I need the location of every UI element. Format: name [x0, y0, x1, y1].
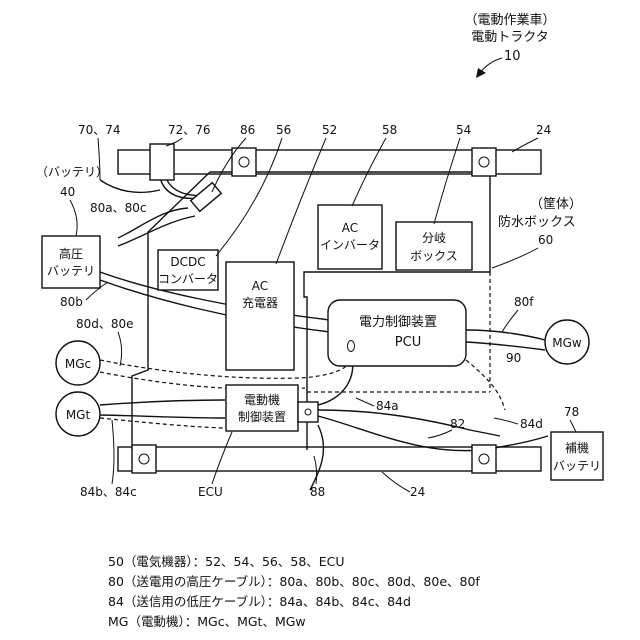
- ref-60: 60: [538, 233, 553, 247]
- cable-84d: [318, 410, 500, 436]
- ref-88: 88: [310, 485, 325, 499]
- leader-84b: [112, 420, 114, 484]
- dcdc-line2: コンバータ: [158, 272, 218, 286]
- bracket-top-right: [472, 148, 496, 176]
- ac-inverter-line2: インバータ: [320, 238, 380, 252]
- hv-battery-line2: バッテリ: [47, 264, 95, 278]
- junction-box-line1: 分岐: [422, 231, 446, 245]
- title-line1: （電動作業車）: [464, 12, 555, 28]
- cable-84b: [100, 400, 225, 405]
- housing-label-line2: 防水ボックス: [498, 214, 576, 230]
- legend-line-2: 80（送電用の高圧ケーブル）：80a、80b、80c、80d、80e、80f: [108, 574, 480, 589]
- dcdc-line1: DCDC: [170, 255, 205, 269]
- ref-78: 78: [564, 405, 579, 419]
- title-leader: [480, 58, 502, 73]
- ref-54: 54: [456, 123, 471, 137]
- ref-86: 86: [240, 123, 255, 137]
- ref-40: 40: [60, 185, 75, 199]
- cable-90-dashed: [466, 360, 505, 410]
- junction-box-line2: ボックス: [410, 249, 458, 263]
- motor-mgw-label: MGw: [552, 336, 582, 350]
- ref-24-bottom: 24: [410, 485, 425, 499]
- ref-70-74: 70、74: [78, 123, 121, 137]
- cable-80d-dashed: [100, 360, 350, 378]
- leader-84a: [356, 398, 374, 406]
- pcu-line2: PCU: [395, 335, 421, 350]
- leader-60: [492, 248, 538, 268]
- hv-battery-line1: 高圧: [59, 246, 83, 261]
- ref-84a: 84a: [376, 399, 399, 413]
- ecu-connector: [298, 402, 318, 422]
- motor-controller-box: [226, 385, 298, 431]
- ref-ecu: ECU: [198, 485, 223, 499]
- leader-78: [570, 420, 576, 432]
- cable-80c: [118, 216, 195, 246]
- housing-label-line1: （筐体）: [530, 196, 582, 212]
- motor-mgt-label: MGt: [66, 408, 91, 422]
- ref-72-76: 72、76: [168, 123, 211, 137]
- cable-80f-2: [466, 342, 545, 350]
- title-line2: 電動トラクタ: [471, 30, 548, 45]
- ref-56: 56: [276, 123, 291, 137]
- ref-84b-84c: 84b、84c: [80, 485, 137, 499]
- ref-hv-battery-paren: （バッテリ）: [36, 165, 108, 179]
- leader-80f: [502, 310, 518, 332]
- ac-inverter-line1: AC: [342, 221, 358, 235]
- leader-24-bottom: [382, 472, 410, 492]
- bracket-bottom-left: [132, 445, 156, 473]
- pcu-line1: 電力制御装置: [359, 315, 437, 330]
- legend-line-4: MG（電動機）：MGc、MGt、MGw: [108, 614, 306, 629]
- hv-battery-box: [42, 236, 100, 288]
- bracket-bottom-right: [472, 445, 496, 473]
- ac-inverter-box: [318, 205, 382, 269]
- motor-controller-line1: 電動機: [244, 392, 280, 407]
- ref-80d-80e: 80d、80e: [76, 317, 134, 331]
- ref-52: 52: [322, 123, 337, 137]
- ref-84d: 84d: [520, 417, 543, 431]
- pcu-box: [328, 300, 466, 366]
- ref-80b: 80b: [60, 295, 83, 309]
- cable-84c: [100, 415, 225, 418]
- cable-80f-1: [466, 330, 545, 340]
- leader-80d: [118, 332, 122, 366]
- aux-battery-line1: 補機: [565, 440, 589, 455]
- ref-80f: 80f: [514, 295, 534, 309]
- ref-80a-80c: 80a、80c: [90, 201, 147, 215]
- ac-charger-line2: 充電器: [242, 295, 278, 310]
- clamp-72: [150, 144, 174, 180]
- legend-line-3: 84（送信用の低圧ケーブル）：84a、84b、84c、84d: [108, 594, 411, 609]
- ac-charger-line1: AC: [252, 279, 268, 293]
- cable-70: [100, 180, 160, 192]
- ref-58: 58: [382, 123, 397, 137]
- bracket-top-left: [232, 148, 256, 176]
- leader-40: [70, 200, 77, 236]
- motor-controller-line2: 制御装置: [238, 409, 286, 424]
- ref-24-top: 24: [536, 123, 551, 137]
- ref-82: 82: [450, 417, 465, 431]
- title-arrow-head: [476, 68, 486, 78]
- leader-84d: [494, 418, 518, 424]
- title-ref: 10: [504, 49, 521, 64]
- motor-mgc-label: MGc: [65, 357, 91, 371]
- legend-line-1: 50（電気機器）：52、54、56、58、ECU: [108, 554, 345, 569]
- ref-90: 90: [506, 351, 521, 365]
- aux-battery-line2: バッテリ: [553, 459, 601, 473]
- leader-82: [428, 430, 452, 438]
